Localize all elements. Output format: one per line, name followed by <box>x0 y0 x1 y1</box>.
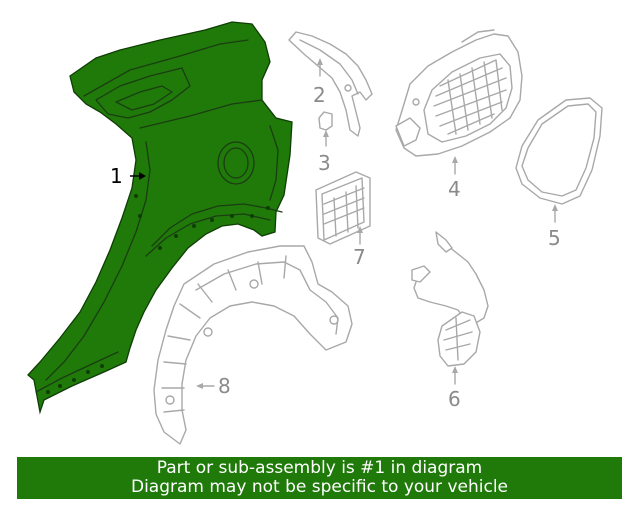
clip-outline <box>318 111 333 131</box>
part-8-wheel-liner[interactable]: 8 <box>153 245 353 445</box>
quarter-panel-pillar-seam <box>45 141 151 381</box>
quarter-panel-rear-edge <box>269 125 279 201</box>
callout-1-label: 1 <box>110 164 123 188</box>
quarter-panel-weld-holes <box>46 194 270 394</box>
actuator-wire-connector <box>411 265 431 283</box>
bracket-hole <box>344 84 352 92</box>
callout-6-arrow <box>452 366 458 373</box>
liner-clip-hole-d <box>329 315 339 325</box>
quarter-panel-window-inner <box>115 85 173 111</box>
quarter-panel-belt-line <box>139 99 263 129</box>
housing-outline <box>395 33 523 157</box>
fuel-filler-opening-inner <box>223 147 249 179</box>
part-1-quarter-panel[interactable]: 1 <box>27 21 293 415</box>
banner-line-2: Diagram may not be specific to your vehi… <box>130 477 508 497</box>
banner-line-1: Part or sub-assembly is #1 in diagram <box>156 458 483 478</box>
callout-4-label: 4 <box>448 177 461 201</box>
part-5-fuel-door[interactable]: 5 <box>515 97 603 250</box>
bracket-fold-line <box>299 39 359 95</box>
quarter-panel-upper-line <box>83 39 249 97</box>
liner-clip-hole-b <box>203 327 213 337</box>
callout-5-label: 5 <box>548 226 561 250</box>
fuel-door-outline <box>515 97 603 205</box>
callout-8-arrow <box>196 383 203 389</box>
callout-3-label: 3 <box>318 151 331 175</box>
callout-2-label: 2 <box>313 83 326 107</box>
housing-inner-ring <box>423 53 513 143</box>
housing-hole <box>412 98 420 106</box>
part-6-actuator[interactable]: 6 <box>411 231 489 411</box>
part-7-vent[interactable]: 7 <box>315 171 371 269</box>
housing-bracket <box>395 117 421 147</box>
callout-3-arrow <box>323 130 329 137</box>
callout-8-label: 8 <box>218 374 231 398</box>
vent-front-face <box>321 177 365 241</box>
part-3-clip[interactable]: 3 <box>318 111 333 175</box>
callout-7-label: 7 <box>353 245 366 269</box>
vent-slats <box>323 185 365 237</box>
quarter-panel-body <box>27 21 293 415</box>
callout-5-arrow <box>552 204 558 211</box>
fuel-door-inner <box>521 103 597 197</box>
quarter-panel-wheel-arch-lip <box>145 213 271 257</box>
quarter-panel-window-frame <box>95 67 191 119</box>
callout-4-arrow <box>452 156 458 163</box>
parts-diagram: 1 2 3 4 5 <box>27 21 603 445</box>
actuator-body-detail <box>443 317 473 361</box>
fuel-filler-opening <box>217 141 255 185</box>
part-2-bracket[interactable]: 2 <box>288 31 373 137</box>
part-4-filler-housing[interactable]: 4 <box>395 29 523 201</box>
actuator-body <box>437 311 481 367</box>
callout-2-arrow <box>317 58 323 65</box>
info-banner: Part or sub-assembly is #1 in diagram Di… <box>17 457 622 499</box>
housing-top-lip <box>461 29 495 43</box>
liner-inner-edge <box>195 261 339 335</box>
liner-clip-hole-c <box>165 395 175 405</box>
callout-7-arrow <box>357 226 363 233</box>
actuator-cable-connector-top <box>435 231 453 253</box>
liner-outline <box>153 245 353 445</box>
liner-clip-hole-a <box>249 279 259 289</box>
bracket-outline <box>288 31 373 137</box>
actuator-wire <box>413 275 465 319</box>
liner-ribs <box>161 255 287 413</box>
callout-1-arrow <box>139 172 146 180</box>
callout-6-label: 6 <box>448 387 461 411</box>
quarter-panel-rocker-flange <box>35 351 119 393</box>
housing-grid <box>433 59 507 135</box>
